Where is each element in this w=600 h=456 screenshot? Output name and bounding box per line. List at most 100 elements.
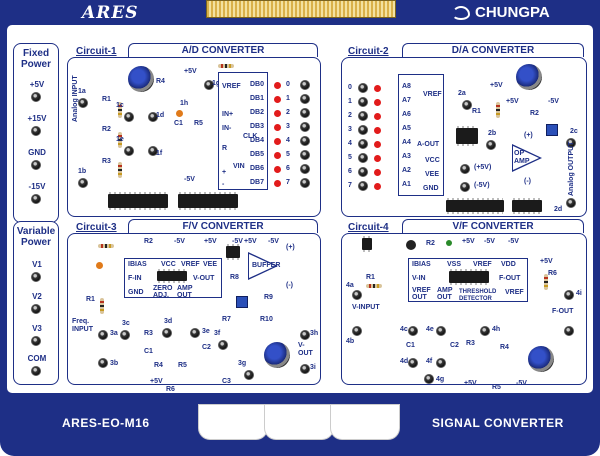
- c1-node-1g[interactable]: [204, 80, 214, 90]
- c1-out-jack-7[interactable]: [300, 178, 310, 188]
- c2-node-2d[interactable]: [566, 198, 576, 208]
- c4-pot[interactable]: [528, 346, 554, 372]
- c2-in-jack-0[interactable]: [358, 83, 368, 93]
- c1-node-1b[interactable]: [78, 178, 88, 188]
- c2-pot[interactable]: [516, 64, 542, 90]
- c1-out-jack-2[interactable]: [300, 108, 310, 118]
- c1-r4-potentiometer[interactable]: [128, 66, 154, 92]
- c3-trimmer[interactable]: [236, 296, 248, 308]
- c4-node-4c[interactable]: [408, 326, 418, 336]
- c3-node-3d-label: 3d: [164, 318, 173, 325]
- c1-led-3: [274, 124, 281, 131]
- c2-pin-a3: A3: [402, 153, 411, 160]
- c1-out-jack-5[interactable]: [300, 150, 310, 160]
- c3-r5-label: R5: [178, 362, 187, 369]
- c4-node-4i[interactable]: [564, 290, 574, 300]
- c1-node-1c[interactable]: [124, 112, 134, 122]
- c2-in-jack-7[interactable]: [358, 181, 368, 191]
- c2-trimmer[interactable]: [546, 124, 558, 136]
- c2-in-jack-5[interactable]: [358, 153, 368, 163]
- c4-node-4b[interactable]: [352, 326, 362, 336]
- c2-vee-jack[interactable]: [460, 182, 470, 192]
- c4-node-4a[interactable]: [352, 290, 362, 300]
- c4-pin-vref-2: VREF: [505, 289, 524, 296]
- c1-out-jack-1[interactable]: [300, 94, 310, 104]
- c3-supply-6: +5V: [150, 378, 163, 385]
- com-jack[interactable]: [31, 366, 41, 376]
- fixed-5v-jack[interactable]: [31, 92, 41, 102]
- c2-in-jack-2[interactable]: [358, 111, 368, 121]
- c3-r10-label: R10: [260, 316, 273, 323]
- c3-node-3e[interactable]: [190, 328, 200, 338]
- c4-supply-2: -5V: [484, 238, 495, 245]
- c3-pin-ibias: IBIAS: [128, 261, 147, 268]
- v2-jack[interactable]: [31, 304, 41, 314]
- c2-led-2: [374, 113, 381, 120]
- c2-in-jack-6[interactable]: [358, 167, 368, 177]
- c3-small-chip: [226, 244, 240, 260]
- c1-out-jack-4[interactable]: [300, 136, 310, 146]
- fixed-15v-jack[interactable]: [31, 126, 41, 136]
- c4-node-4g[interactable]: [424, 374, 434, 384]
- c4-led: [446, 240, 452, 246]
- c1-pin-plus: +: [222, 169, 227, 176]
- c4-node-4h[interactable]: [480, 326, 490, 336]
- c4-node-4f[interactable]: [436, 358, 446, 368]
- c3-node-3i[interactable]: [300, 364, 310, 374]
- c3-node-3a[interactable]: [98, 330, 108, 340]
- c3-node-3b[interactable]: [98, 358, 108, 368]
- c4-node-4g-label: 4g: [436, 376, 445, 383]
- c1-led-7: [274, 180, 281, 187]
- c1-out-jack-3[interactable]: [300, 122, 310, 132]
- c3-node-3c[interactable]: [120, 330, 130, 340]
- c1-out-jack-0[interactable]: [300, 80, 310, 90]
- c1-node-1e[interactable]: [124, 146, 134, 156]
- c2-in-jack-1[interactable]: [358, 97, 368, 107]
- c3-node-3d[interactable]: [162, 328, 172, 338]
- c2-pin-a2: A2: [402, 167, 411, 174]
- fixed-gnd-label: GND: [28, 148, 46, 157]
- c3-node-3f-label: 3f: [214, 330, 221, 337]
- v3-jack[interactable]: [31, 336, 41, 346]
- c4-node-4d[interactable]: [408, 358, 418, 368]
- c2-vee-supply: (-5V): [474, 182, 490, 189]
- c4-c2-label: C2: [450, 342, 459, 349]
- c4-pin-vdd: VDD: [501, 261, 516, 268]
- c3-node-3g[interactable]: [244, 370, 254, 380]
- c3-pot[interactable]: [264, 342, 290, 368]
- c4-pin-vss: VSS: [447, 261, 462, 268]
- c4-supply-3: -5V: [508, 238, 519, 245]
- c2-in-jack-4[interactable]: [358, 139, 368, 149]
- fixed-power-box: Fixed Power +5V +15V GND -15V: [13, 43, 59, 223]
- v1-jack[interactable]: [31, 272, 41, 282]
- c3-supply-4: +5V: [244, 238, 257, 245]
- c1-node-1d[interactable]: [148, 112, 158, 122]
- c1-bit-2: 2: [286, 109, 290, 116]
- c2-vcc-jack[interactable]: [460, 164, 470, 174]
- c2-node-2a[interactable]: [462, 100, 472, 110]
- c4-node-4e[interactable]: [436, 326, 446, 336]
- c4-node-4d-label: 4d: [400, 358, 409, 365]
- c2-node-2b[interactable]: [486, 140, 496, 150]
- c3-node-3h[interactable]: [300, 330, 310, 340]
- c4-fout-jack[interactable]: [564, 326, 574, 336]
- fixed-neg15v-jack[interactable]: [31, 194, 41, 204]
- circuit3-name: Circuit-3: [76, 222, 117, 233]
- c3-freq-input-label: Freq. INPUT: [72, 318, 93, 333]
- c2-node-2c[interactable]: [566, 138, 576, 148]
- c1-out-jack-6[interactable]: [300, 164, 310, 174]
- circuit3-title: F/V CONVERTER: [128, 219, 318, 233]
- c2-in-jack-3[interactable]: [358, 125, 368, 135]
- c3-r9-label: R9: [264, 294, 273, 301]
- c2-bit-6: 6: [348, 168, 352, 175]
- fixed-gnd-jack[interactable]: [31, 160, 41, 170]
- c1-node-1f[interactable]: [148, 146, 158, 156]
- c2-bit-3: 3: [348, 126, 352, 133]
- c4-node-4h-label: 4h: [492, 326, 501, 333]
- fixed-power-title-1: Fixed: [22, 48, 50, 59]
- c1-r2-label: R2: [102, 126, 111, 133]
- c4-vinput-label: V-INPUT: [352, 304, 380, 311]
- c3-node-3f[interactable]: [218, 340, 228, 350]
- c1-r3: [118, 162, 122, 178]
- c1-node-1a[interactable]: [78, 98, 88, 108]
